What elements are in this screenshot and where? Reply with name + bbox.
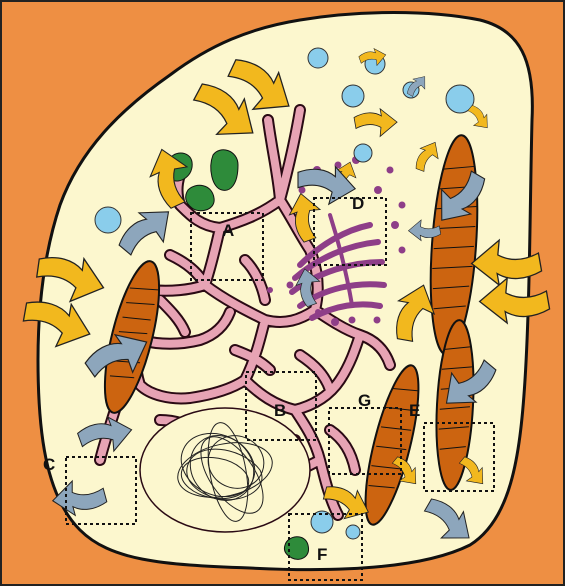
label-e: E (409, 401, 420, 420)
nucleus (140, 408, 310, 532)
label-d: D (352, 194, 364, 213)
label-b: B (274, 401, 286, 420)
label-f: F (317, 545, 327, 564)
label-g: G (358, 391, 371, 410)
label-a: A (222, 221, 234, 240)
label-c: C (43, 455, 55, 474)
